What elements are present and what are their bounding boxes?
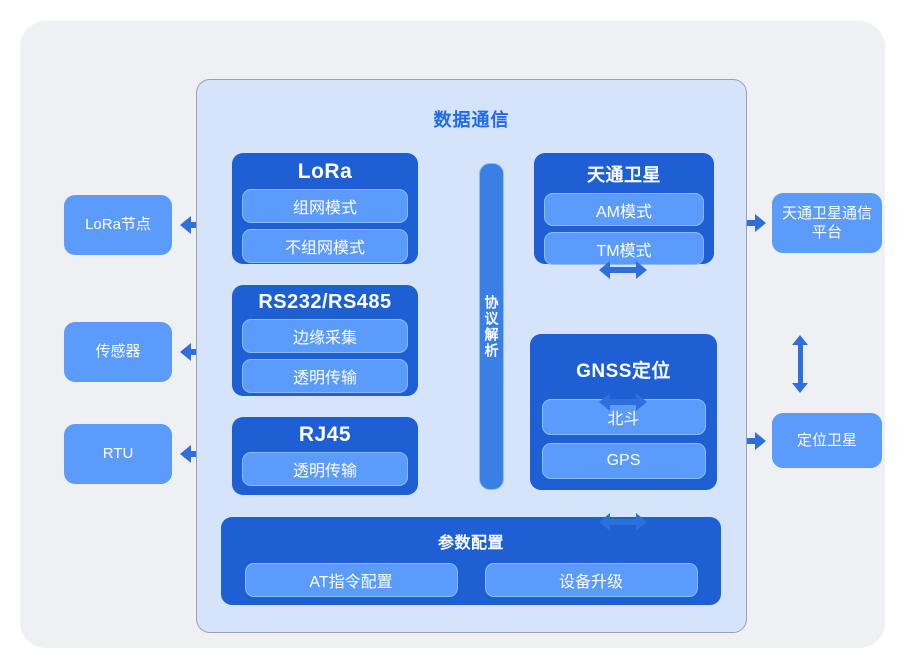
arrow-head-right-icon bbox=[755, 432, 766, 450]
container-title: 数据通信 bbox=[433, 110, 510, 130]
external-node-sensor[interactable]: 传感器 bbox=[64, 322, 172, 382]
module-gnss-item-beidou[interactable]: 北斗 bbox=[541, 399, 706, 435]
module-lora-item-non-networking[interactable]: 不组网模式 bbox=[242, 229, 408, 263]
module-parameter-config[interactable]: 参数配置 AT指令配置 设备升级 bbox=[221, 517, 721, 605]
module-gnss-item-gps[interactable]: GPS bbox=[541, 443, 706, 479]
arrow-shaft-vertical bbox=[797, 345, 803, 383]
module-lora-item-networking[interactable]: 组网模式 bbox=[242, 189, 408, 223]
arrow-head-left-icon bbox=[599, 261, 610, 279]
parameter-config-row: AT指令配置 设备升级 bbox=[221, 563, 721, 597]
module-tiantong-item-am-mode[interactable]: AM模式 bbox=[544, 193, 704, 226]
protocol-parsing-bar[interactable]: 协议解析 bbox=[479, 163, 504, 490]
arrow-head-right-icon bbox=[636, 393, 647, 411]
arrow-head-left-icon bbox=[180, 445, 191, 463]
module-rs232-item-transparent-transmission[interactable]: 透明传输 bbox=[242, 359, 408, 393]
arrow-tiantong-to-gnss bbox=[791, 335, 809, 393]
arrow-head-left-icon bbox=[180, 216, 191, 234]
arrow-shaft bbox=[610, 519, 636, 525]
arrow-head-up-icon bbox=[792, 335, 808, 345]
module-rj45-title: RJ45 bbox=[298, 423, 352, 446]
module-param-item-device-upgrade[interactable]: 设备升级 bbox=[484, 563, 698, 597]
external-node-tiantong-platform[interactable]: 天通卫星通信平台 bbox=[772, 193, 882, 253]
arrow-head-left-icon bbox=[599, 393, 610, 411]
arrow-shaft bbox=[610, 399, 636, 405]
module-rj45[interactable]: RJ45 透明传输 bbox=[232, 417, 418, 495]
arrow-rj45-to-protocol bbox=[599, 512, 647, 532]
module-gnss-positioning[interactable]: GNSS定位 北斗 GPS bbox=[530, 334, 717, 490]
arrow-head-down-icon bbox=[792, 383, 808, 393]
external-node-rtu[interactable]: RTU bbox=[64, 424, 172, 484]
external-node-lora-node[interactable]: LoRa节点 bbox=[64, 195, 172, 255]
arrow-head-right-icon bbox=[636, 261, 647, 279]
module-rj45-item-transparent-transmission[interactable]: 透明传输 bbox=[242, 452, 408, 486]
arrow-head-left-icon bbox=[180, 343, 191, 361]
arrow-head-right-icon bbox=[636, 513, 647, 531]
module-param-item-at-command-config[interactable]: AT指令配置 bbox=[244, 563, 458, 597]
module-rs232-item-edge-collection[interactable]: 边缘采集 bbox=[242, 319, 408, 353]
arrow-rs232-to-protocol bbox=[599, 392, 647, 412]
arrow-head-right-icon bbox=[755, 214, 766, 232]
module-tiantong-title: 天通卫星 bbox=[587, 165, 661, 185]
arrow-lora-to-protocol bbox=[599, 260, 647, 280]
protocol-parsing-label: 协议解析 bbox=[483, 294, 500, 359]
arrow-head-left-icon bbox=[599, 513, 610, 531]
arrow-shaft bbox=[610, 267, 636, 273]
data-communication-container: 数据通信 LoRa 组网模式 不组网模式 RS232/RS485 边缘采集 透明… bbox=[196, 79, 808, 633]
module-lora-title: LoRa bbox=[297, 160, 353, 183]
module-gnss-title: GNSS定位 bbox=[576, 361, 671, 382]
module-lora[interactable]: LoRa 组网模式 不组网模式 bbox=[232, 153, 418, 264]
external-node-positioning-satellite[interactable]: 定位卫星 bbox=[772, 413, 882, 468]
background-panel: LoRa节点 传感器 RTU 天通卫星通信平台 定位卫星 数据通信 LoRa 组… bbox=[20, 21, 885, 648]
module-parameter-config-title: 参数配置 bbox=[437, 535, 504, 552]
module-tiantong-satellite[interactable]: 天通卫星 AM模式 TM模式 bbox=[534, 153, 714, 265]
module-rs232-rs485[interactable]: RS232/RS485 边缘采集 透明传输 bbox=[232, 285, 418, 396]
module-tiantong-item-tm-mode[interactable]: TM模式 bbox=[544, 232, 704, 265]
module-rs232-rs485-title: RS232/RS485 bbox=[258, 291, 392, 313]
